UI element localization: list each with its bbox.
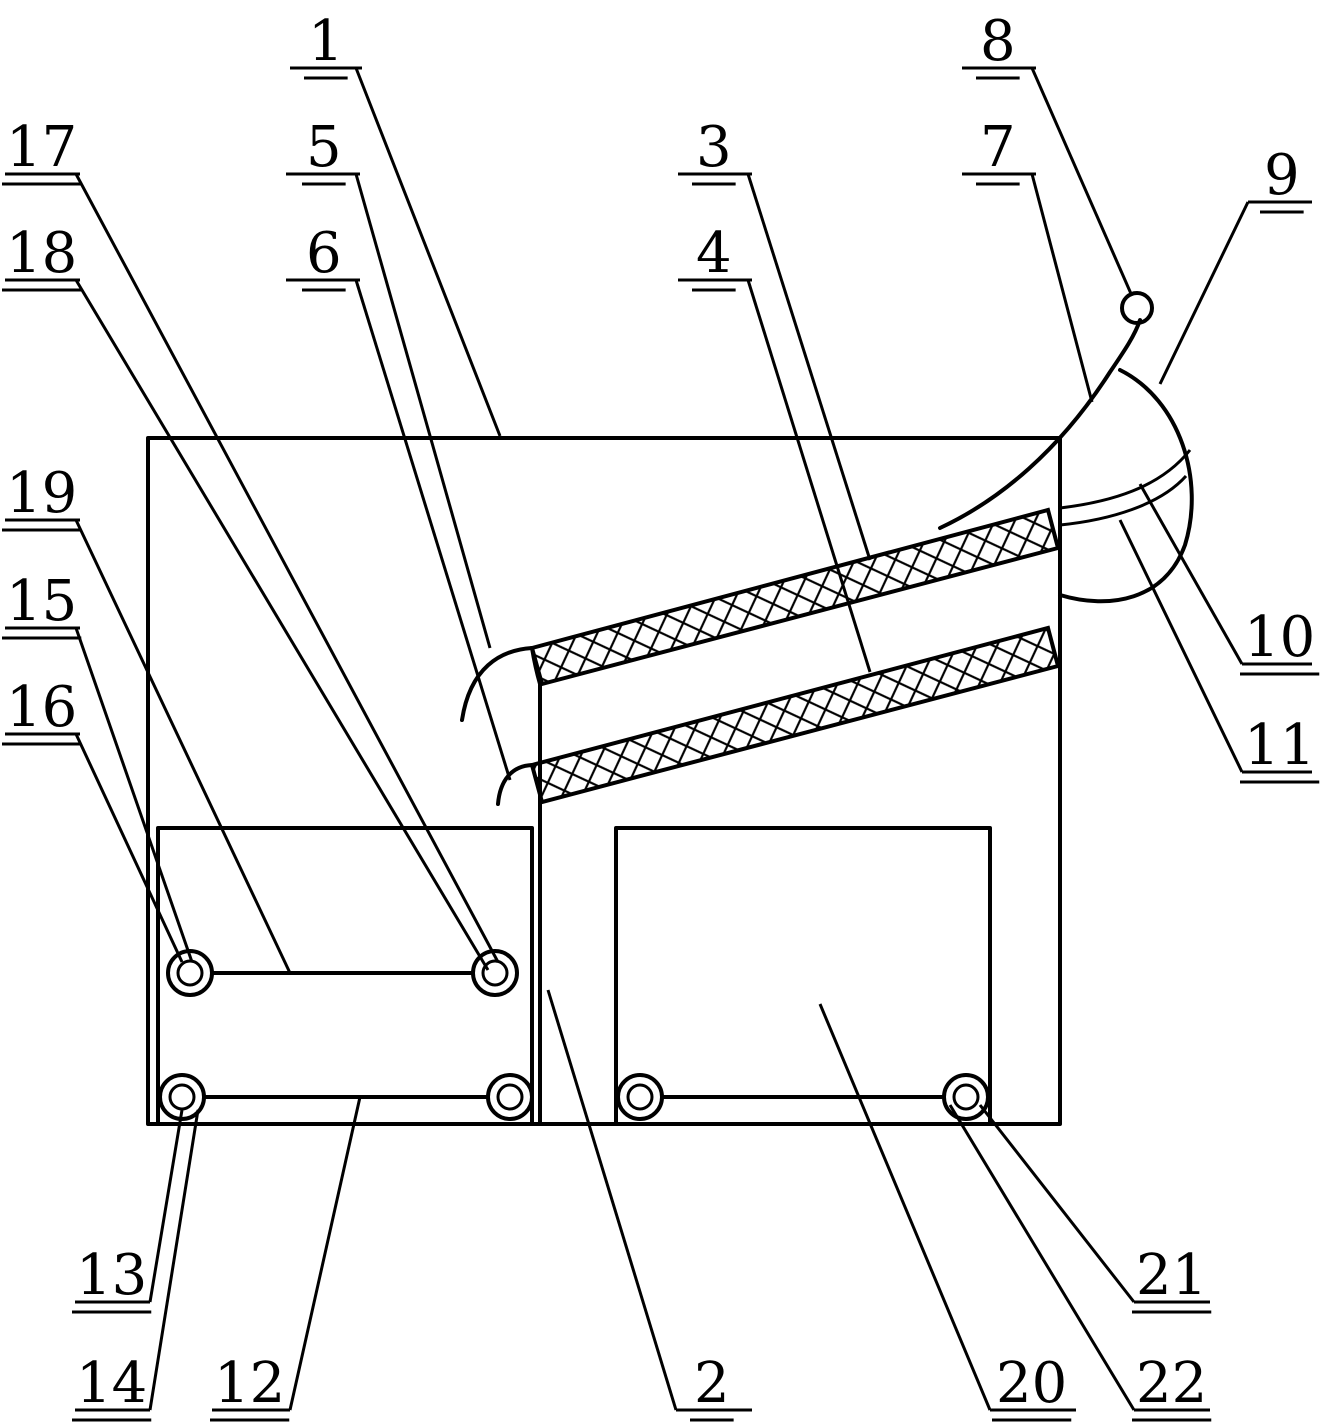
label-5: 5 bbox=[306, 115, 342, 180]
label-3: 3 bbox=[696, 115, 732, 180]
label-14: 14 bbox=[76, 1351, 147, 1416]
roller-18-inner bbox=[481, 959, 509, 987]
roller-right-a-outer bbox=[616, 1073, 664, 1121]
roller-right-a-inner bbox=[626, 1083, 654, 1111]
label-21: 21 bbox=[1136, 1243, 1207, 1308]
roller-13-inner bbox=[168, 1083, 196, 1111]
label-22: 22 bbox=[1136, 1351, 1207, 1416]
label-18: 18 bbox=[6, 221, 77, 286]
label-12: 12 bbox=[214, 1351, 285, 1416]
roller-21-inner bbox=[952, 1083, 980, 1111]
roller-21-outer bbox=[942, 1073, 990, 1121]
chute-knob bbox=[1120, 291, 1154, 325]
upper-guide-inner bbox=[530, 646, 542, 686]
hopper-dome bbox=[1058, 368, 1194, 604]
label-8: 8 bbox=[980, 9, 1016, 74]
dome-arc-11 bbox=[1059, 474, 1188, 527]
lower-screen bbox=[529, 625, 1061, 805]
label-19: 19 bbox=[6, 461, 77, 526]
label-11: 11 bbox=[1244, 713, 1315, 778]
feed-chute bbox=[938, 318, 1142, 530]
label-17: 17 bbox=[6, 115, 77, 180]
roller-16-inner bbox=[176, 959, 204, 987]
label-20: 20 bbox=[996, 1351, 1067, 1416]
upper-guide-curve bbox=[460, 646, 534, 722]
dome-arc-10 bbox=[1059, 449, 1192, 510]
label-2: 2 bbox=[694, 1351, 730, 1416]
leader-lines bbox=[5, 66, 1312, 1412]
label-1: 1 bbox=[308, 9, 344, 74]
label-16: 16 bbox=[6, 675, 77, 740]
label-13: 13 bbox=[76, 1243, 147, 1308]
roller-left-right-outer bbox=[486, 1073, 534, 1121]
left-conveyor-frame bbox=[156, 826, 534, 1126]
label-6: 6 bbox=[306, 221, 342, 286]
label-7: 7 bbox=[980, 115, 1016, 180]
label-9: 9 bbox=[1264, 143, 1300, 208]
right-conveyor-frame bbox=[614, 826, 992, 1126]
lower-guide-curve bbox=[496, 763, 534, 806]
housing-outline bbox=[146, 436, 1062, 1126]
label-4: 4 bbox=[696, 221, 732, 286]
label-15: 15 bbox=[6, 569, 77, 634]
roller-left-right-inner bbox=[496, 1083, 524, 1111]
label-10: 10 bbox=[1244, 605, 1315, 670]
